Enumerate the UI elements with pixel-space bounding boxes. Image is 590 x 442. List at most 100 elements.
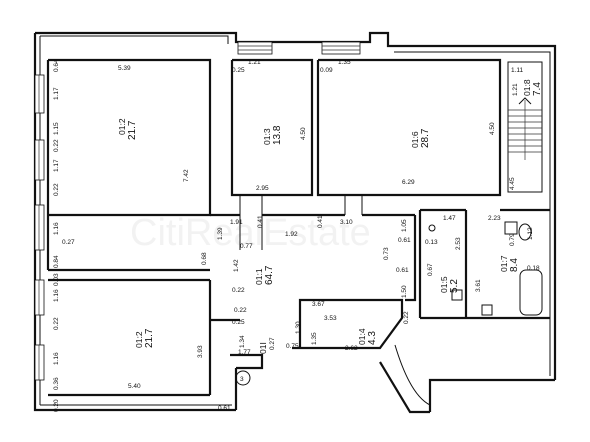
svg-text:01I: 01I [258,342,268,354]
dim-label: 1.15 [53,122,60,135]
dim-label: 4.50 [300,127,307,140]
dim-label: 0.75 [286,343,299,350]
dim-label: 1.77 [238,349,251,356]
dim-label: 0.61 [218,405,231,412]
dim-label: 0.03 [53,273,60,286]
dim-label: 0.22 [232,287,245,294]
dim-label: 0.22 [53,183,60,196]
dim-label: 0.25 [232,67,245,74]
dim-label: 5.40 [128,383,141,390]
stairs [507,61,543,193]
dim-label: 1.35 [338,59,351,66]
room-label-01-2: 01:2 21.7 [117,118,138,140]
dim-label: 0.73 [383,247,390,260]
watermark: CitiRealEstate [130,212,371,254]
svg-text:5.2: 5.2 [449,279,460,293]
dim-label: 0.25 [232,319,245,326]
dim-label: 1.16 [53,222,60,235]
dim-label: 1.35 [311,332,318,345]
svg-text:01:5: 01:5 [439,276,449,293]
dim-label: 1.91 [230,219,243,226]
dim-label: 4.45 [509,177,516,190]
section-marker-label: 3 [240,376,244,383]
dim-label: 7.42 [183,169,190,182]
bath-fixtures [428,221,543,316]
dim-label: 1.92 [285,231,298,238]
dim-label: 0.68 [201,252,208,265]
svg-text:8.4: 8.4 [509,258,520,272]
svg-text:01:8: 01:8 [522,79,532,96]
dim-label: 1.50 [401,285,408,298]
dim-label: 6.29 [402,179,415,186]
svg-text:01:6: 01:6 [410,131,420,148]
section-marker: 3 [235,370,251,386]
svg-text:01:4: 01:4 [357,328,367,345]
dim-label: 0.84 [53,255,60,268]
svg-text:7.4: 7.4 [532,82,543,96]
dim-label: 0.79 [509,233,516,246]
dim-label: 2.53 [455,237,462,250]
dim-label: 0.77 [240,243,253,250]
room-label-01-7: 01:7 8.4 [499,255,520,272]
dim-label: 0.41 [257,215,264,228]
room-01-3-walls [230,58,314,197]
svg-text:21.7: 21.7 [144,328,155,348]
svg-text:28.7: 28.7 [420,128,431,148]
dim-label: 0.61 [398,237,411,244]
dim-label: 5.39 [118,65,131,72]
dim-label: 4.50 [489,122,496,135]
dim-label: 3.10 [340,219,353,226]
dim-label: 1.42 [233,259,240,272]
dim-label: 0.22 [53,317,60,330]
room-label-01-1: 01:1 64.7 [254,265,275,285]
dim-label: 1.16 [53,352,60,365]
room-label-01-5: 01:5 5.2 [439,276,460,293]
room-01-2-walls [46,58,212,270]
dim-label: 1.05 [401,219,408,232]
dim-label: 1.39 [217,227,224,240]
dim-label: 3.53 [324,315,337,322]
svg-text:4.3: 4.3 [367,331,378,345]
svg-text:01:2: 01:2 [134,331,144,348]
dim-label: 0.27 [269,337,276,350]
dim-label: 3.61 [475,279,482,292]
svg-text:13.8: 13.8 [272,125,283,145]
dim-label: 1.47 [443,215,456,222]
room-label-01-8: 01:8 7.4 [522,79,543,96]
dim-label: 2.23 [488,215,501,222]
room-label-01-2b: 01:2 21.7 [134,328,155,348]
dim-label: 0.27 [62,239,75,246]
dim-label: 1.12 [527,227,534,240]
dim-label: 0.41 [317,215,324,228]
curved-corridor [394,344,431,406]
dim-label: 1.21 [512,83,519,96]
room-label-01-4: 01:4 4.3 [357,328,378,345]
svg-text:01:1: 01:1 [254,268,264,285]
interior-walls [48,195,550,410]
room-label-01-6: 01:6 28.7 [410,128,431,148]
dim-label: 3.67 [312,301,325,308]
dim-label: 0.22 [53,139,60,152]
dim-label: 1.21 [248,59,261,66]
svg-text:64.7: 64.7 [264,265,275,285]
dim-label: 0.20 [53,399,60,412]
dim-label: 1.16 [53,289,60,302]
dim-label: 0.64 [53,59,60,72]
dim-label: 0.67 [427,263,434,276]
dim-label: 2.95 [256,185,269,192]
svg-text:01:3: 01:3 [262,128,272,145]
room-label-01I: 01I [258,342,268,354]
svg-text:01:7: 01:7 [499,255,509,272]
dim-label: 1.30 [295,321,302,334]
dim-label: 0.09 [320,67,333,74]
room-01-6-walls [316,58,502,197]
dim-label: 0.18 [527,265,540,272]
dim-label: 3.93 [197,345,204,358]
dim-label: 1.34 [239,335,246,348]
svg-text:01:2: 01:2 [117,118,127,135]
dim-label: 0.36 [53,377,60,390]
dim-label: 0.22 [403,311,410,324]
dim-label: 0.61 [396,267,409,274]
dim-label: 2.62 [345,345,358,352]
